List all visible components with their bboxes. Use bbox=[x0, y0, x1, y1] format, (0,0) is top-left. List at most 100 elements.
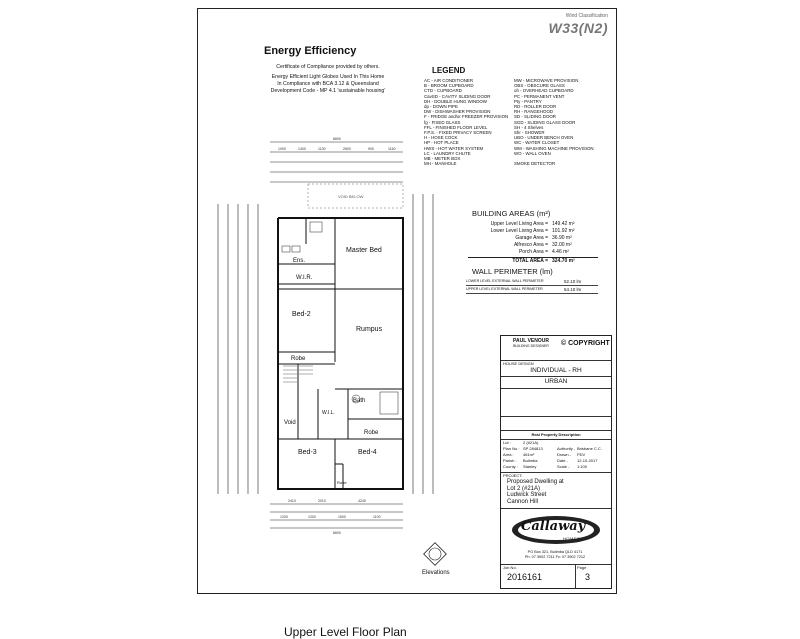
legend-entry: DW - DISHWASHER PROVISION bbox=[424, 109, 491, 115]
legend-entry: Pty - PANTRY bbox=[514, 98, 542, 104]
legend-row: H - HOSE COCK UBO - UNDER BENCH OVEN bbox=[424, 135, 604, 140]
room-label: Bed-4 bbox=[358, 449, 377, 456]
company-address: PO Box 321, Bulimba QLD 4171 Ph: 07 3902… bbox=[524, 550, 586, 559]
room-label: Bed-2 bbox=[292, 311, 311, 318]
legend-entry: WM - WASHING MACHINE PROVISION bbox=[514, 145, 594, 151]
legend-entry: SD - SLIDING DOOR bbox=[514, 114, 556, 120]
project-description: Proposed Dwelling at Lot 2 (#21A) Ludwic… bbox=[507, 479, 564, 505]
area-row: Lower Level Living Area =101.92 m² bbox=[490, 228, 575, 234]
designer-name: PAUL VENOUR bbox=[513, 338, 549, 344]
room-label: Bath bbox=[353, 398, 365, 404]
legend-entry: CavSD - CAVITY SLIDING DOOR bbox=[424, 93, 491, 99]
dimension: 2600 bbox=[343, 147, 351, 151]
copyright-label: © COPYRIGHT bbox=[561, 340, 610, 347]
dimension: 1100 bbox=[373, 515, 381, 519]
job-no-label: Job No. bbox=[503, 565, 517, 570]
project-label: PROJECT: bbox=[503, 473, 523, 478]
room-label: Ens. bbox=[293, 258, 305, 264]
legend-entry: dp - DOWN PIPE bbox=[424, 104, 458, 110]
legend-entry: SMOKE DETECTOR bbox=[514, 161, 556, 167]
legend-entry: WO - WALL OVEN bbox=[514, 150, 551, 156]
room-label: Robe bbox=[291, 356, 306, 362]
legend-row: HP - HOT PLACE WC - WATER CLOSET bbox=[424, 140, 604, 145]
legend-row: MB - METER BOX bbox=[424, 156, 604, 161]
wind-classification-label: Wind Classification bbox=[565, 13, 608, 19]
legend-row: FFL - FINISHED FLOOR LEVEL SH - 4 Shelves bbox=[424, 125, 604, 130]
building-areas-title: BUILDING AREAS (m²) bbox=[472, 209, 551, 218]
legend-entry: PC - PERMANENT VENT bbox=[514, 93, 565, 99]
energy-line: Energy Efficient Light Globes Used In Th… bbox=[271, 74, 385, 80]
legend-entry: F - FRIDGE and/or FREEZER PROVISION bbox=[424, 114, 509, 120]
legend-entry: AC - AIR CONDITIONER bbox=[424, 78, 474, 83]
legend-entry: WC - WATER CLOSET bbox=[514, 140, 560, 146]
wind-rating: W33(N2) bbox=[548, 20, 608, 36]
logo-swoosh-icon bbox=[512, 516, 600, 544]
legend-row: CTD - CUPBOARD oh - OVERHEAD CUPBOARD bbox=[424, 88, 604, 93]
legend-entry: UBO - UNDER BENCH OVEN bbox=[514, 135, 574, 141]
legend-row: CavSD - CAVITY SLIDING DOOR PC - PERMANEN… bbox=[424, 94, 604, 99]
page-number: 3 bbox=[585, 572, 591, 582]
room-label: Bed-3 bbox=[298, 449, 317, 456]
dimension: 2410 bbox=[288, 499, 296, 503]
dimension: 8690 bbox=[333, 137, 341, 141]
legend-entry: MB - METER BOX bbox=[424, 156, 461, 162]
room-label: Robe bbox=[364, 430, 379, 436]
house-design: INDIVIDUAL - RH bbox=[530, 367, 582, 374]
legend-title: LEGEND bbox=[432, 66, 466, 75]
area-row: Alfresco Area =32.00 m² bbox=[513, 242, 572, 248]
dimension: 900 bbox=[368, 147, 374, 151]
dimension: 1160 bbox=[388, 147, 396, 151]
building-areas-table: Upper Level Living Area =149.42 m² Lower… bbox=[468, 221, 598, 265]
energy-line: Development Code - MP 4.1 'sustainable h… bbox=[270, 88, 386, 94]
upper-level-floor-plan-title: Upper Level Floor Plan bbox=[284, 625, 407, 639]
dimension: 2010 bbox=[318, 499, 326, 503]
area-total-row: TOTAL AREA =324.70 m² bbox=[468, 257, 598, 265]
legend-entry: oh - OVERHEAD CUPBOARD bbox=[514, 88, 574, 94]
void-below-label: VOID BELOW bbox=[338, 194, 364, 199]
room-label: W.I.R. bbox=[296, 275, 313, 281]
legend-entry: RH - RANGEHOOD bbox=[514, 109, 554, 115]
legend-entry: HP - HOT PLACE bbox=[424, 140, 459, 146]
company-sub: HOMES bbox=[563, 536, 581, 541]
real-property-label: Real Property Description bbox=[531, 432, 581, 437]
area-row: Upper Level Living Area =149.42 m² bbox=[490, 221, 575, 227]
project-line: Cannon Hill bbox=[507, 498, 539, 505]
legend-entry: Shr - SHOWER bbox=[514, 130, 545, 136]
legend-entry: SH - 4 Shelves bbox=[514, 124, 544, 130]
room-label: Robe bbox=[337, 480, 347, 485]
dimension: 1500 bbox=[338, 515, 346, 519]
energy-notes: Certificate of Compliance provided by ot… bbox=[258, 64, 398, 95]
legend-row: DW - DISHWASHER PROVISION RH - RANGEHOOD bbox=[424, 109, 604, 114]
legend-entry: H - HOSE COCK bbox=[424, 135, 458, 141]
job-number: 2016161 bbox=[507, 572, 543, 582]
legend-entry: OBS - OBSCURE GLASS bbox=[514, 83, 565, 89]
area-row: Garage Area =36.90 m² bbox=[515, 235, 572, 241]
room-label: Void bbox=[284, 420, 296, 426]
title-block: PAUL VENOUR BUILDING DESIGNER © COPYRIGH… bbox=[500, 335, 612, 589]
legend-entry: SGD - SLIDING GLASS DOOR bbox=[514, 119, 576, 125]
legend-entry: F.P.S. - FIXED PRIVACY SCREEN bbox=[424, 130, 492, 136]
project-line: Ludwick Street bbox=[507, 492, 547, 498]
energy-line: In Compliance with BCA 3.12 & Queensland bbox=[277, 81, 379, 87]
legend-row: F - FRIDGE and/or FREEZER PROVISION SD - … bbox=[424, 114, 604, 119]
legend-entry: LC - LAUNDRY CHUTE bbox=[424, 150, 471, 156]
legend-entry: CTD - CUPBOARD bbox=[424, 88, 462, 94]
designer-sub: BUILDING DESIGNER bbox=[513, 344, 549, 348]
legend-row: LC - LAUNDRY CHUTE WO - WALL OVEN bbox=[424, 151, 604, 156]
company-name: Callaway bbox=[521, 519, 586, 534]
room-label: Master Bed bbox=[346, 247, 382, 254]
certificate-note: Certificate of Compliance provided by ot… bbox=[276, 64, 380, 70]
elevations-key-icon bbox=[423, 542, 447, 566]
page-label: Page bbox=[577, 565, 587, 570]
legend-entry: FFL - FINISHED FLOOR LEVEL bbox=[424, 124, 488, 130]
